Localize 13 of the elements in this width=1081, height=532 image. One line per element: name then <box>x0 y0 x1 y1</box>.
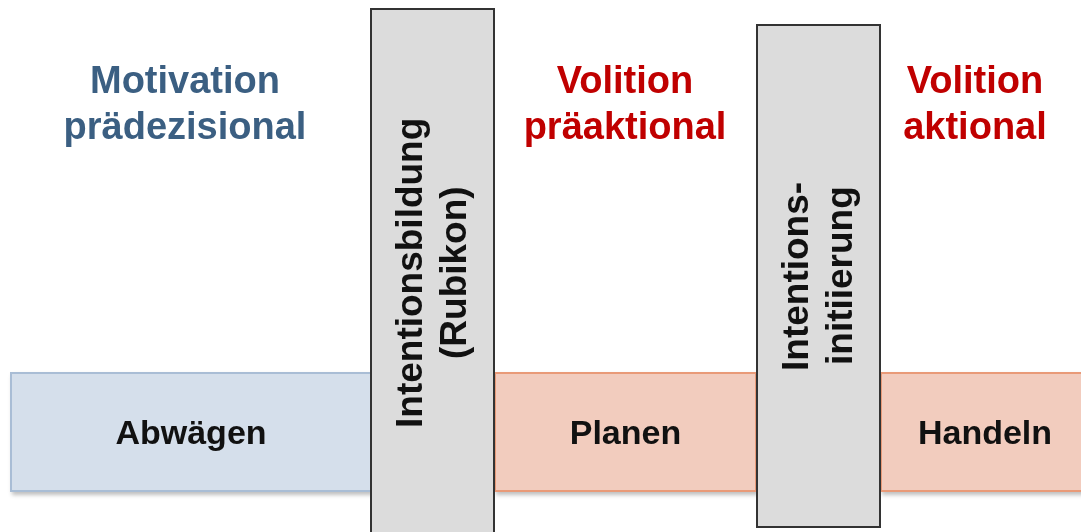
phase-heading: Volition präaktional <box>522 58 728 149</box>
phase-label: Abwägen <box>115 412 267 452</box>
phase-label: Planen <box>569 412 682 452</box>
phase-band <box>10 372 372 492</box>
transition-label: Intentions- initiierung <box>774 180 862 373</box>
transition-label: Intentionsbildung (Rubikon) <box>388 116 476 431</box>
phase-heading: Motivation prädezisional <box>62 58 308 149</box>
phase-band <box>494 372 757 492</box>
phase-label: Handeln <box>917 412 1053 452</box>
phase-heading: Volition aktional <box>902 58 1048 149</box>
transition-bar <box>370 8 495 532</box>
transition-bar <box>756 24 881 528</box>
phase-band <box>880 372 1081 492</box>
